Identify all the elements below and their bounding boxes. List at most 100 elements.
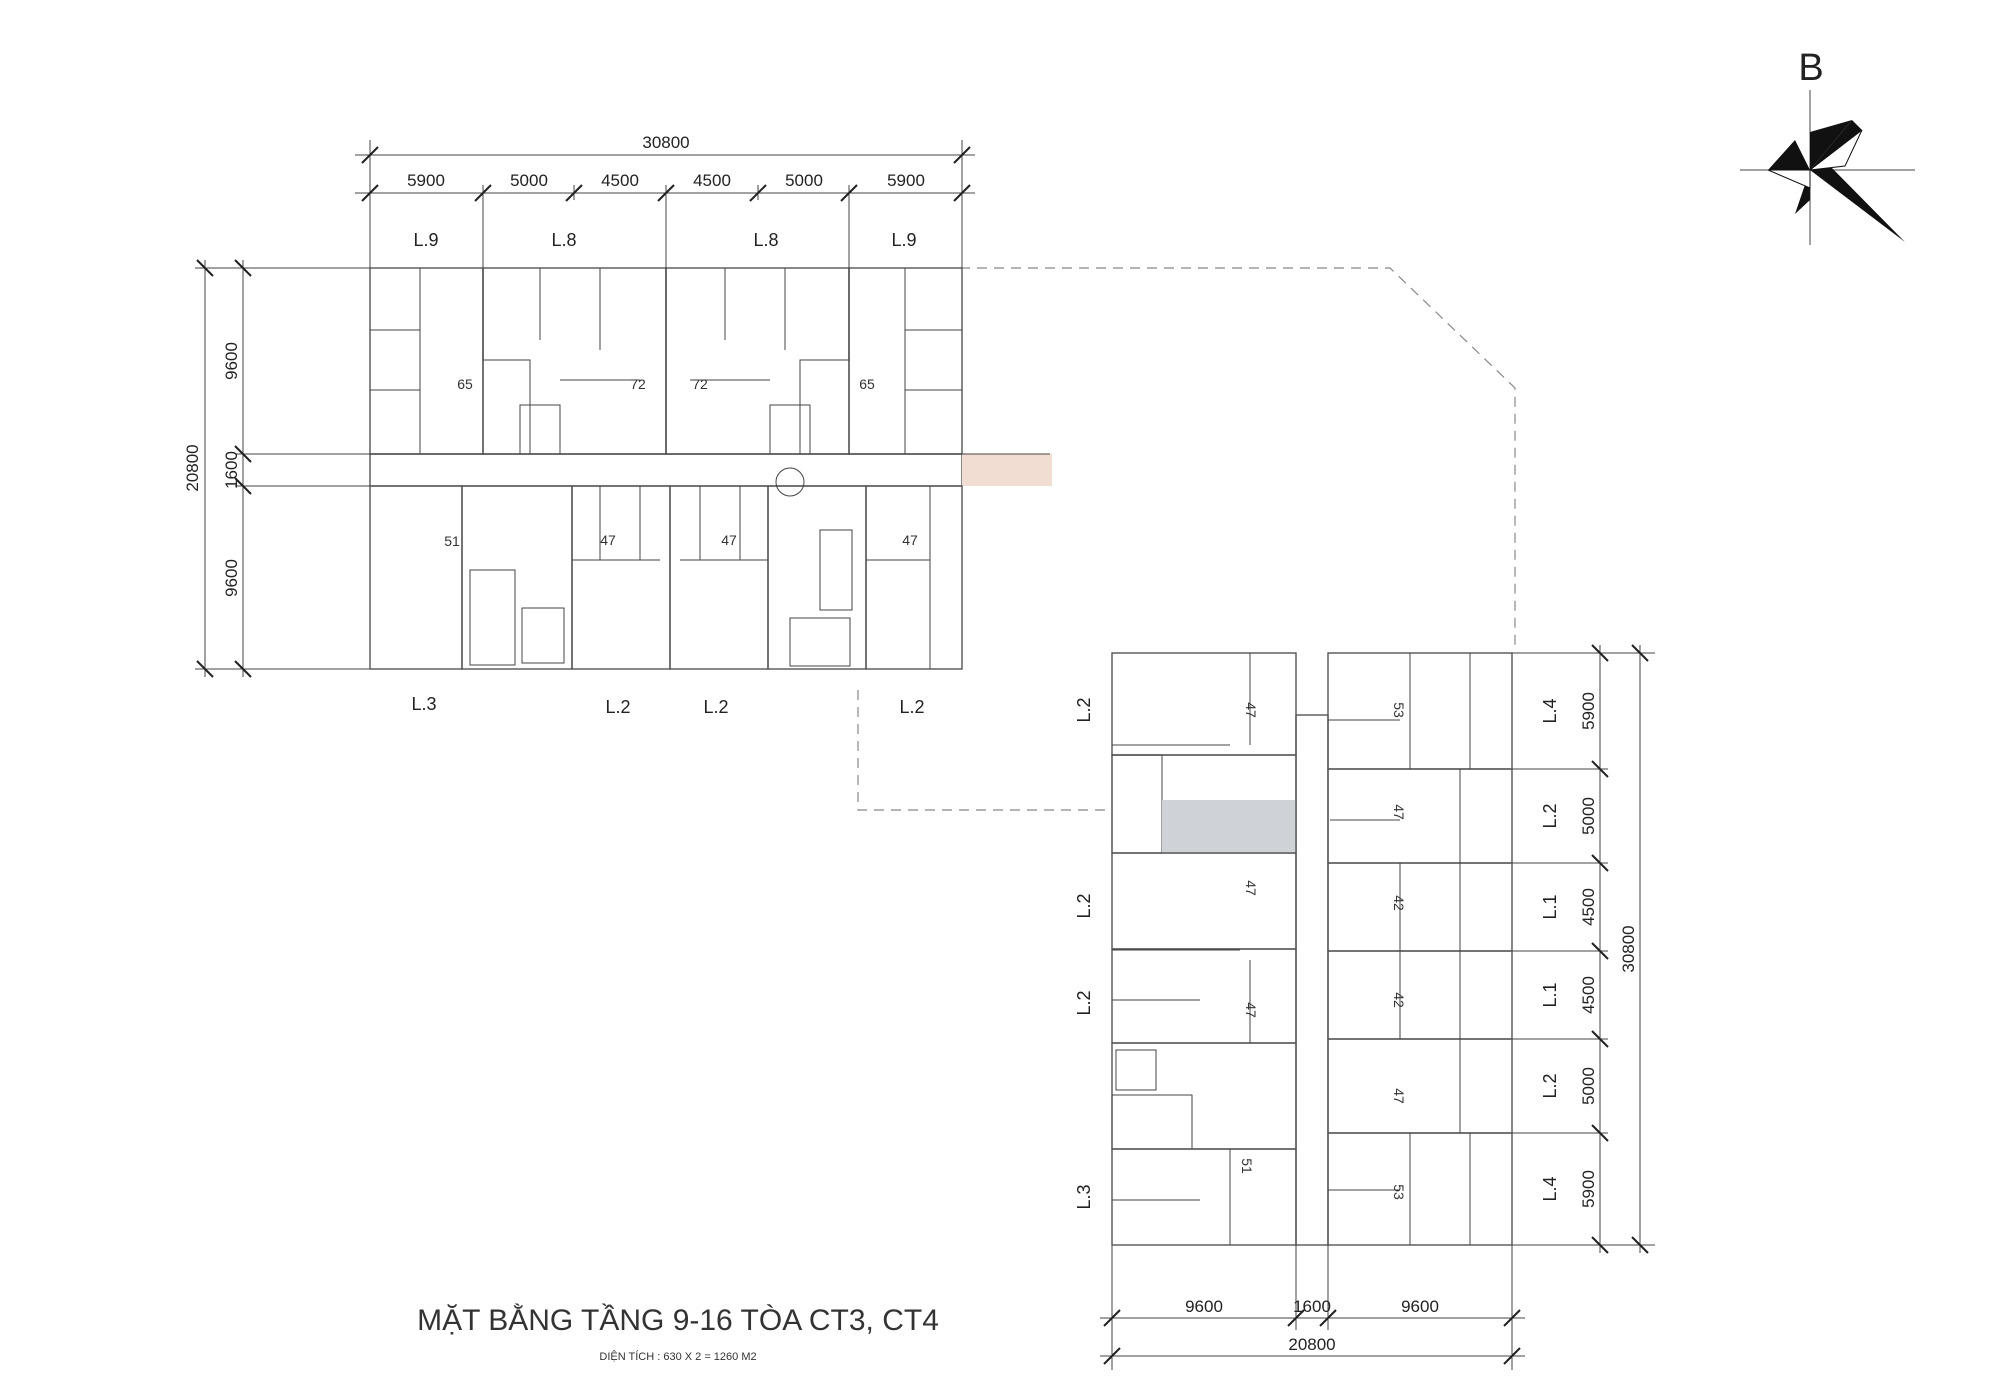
plan-subtitle: DIỆN TÍCH : 630 X 2 = 1260 M2 (599, 1350, 756, 1363)
unit-l2-c[interactable] (865, 485, 963, 670)
elevator-ct4 (1115, 1049, 1157, 1091)
dim-top-4: 4500 (693, 171, 731, 190)
dim-left-2: 1600 (222, 451, 241, 489)
area-ct3-4: 65 (859, 376, 875, 392)
dim-top-3: 4500 (601, 171, 639, 190)
dim-left-1: 9600 (222, 342, 241, 380)
dim-bottom-total: 20800 (1288, 1335, 1335, 1354)
label-ct3-bottom-4: L.2 (899, 697, 924, 717)
label-ct3-top-4: L.9 (891, 230, 916, 250)
site-outline (960, 267, 1516, 650)
area-ct4-2: 47 (1243, 880, 1259, 896)
building-ct4 (1111, 652, 1513, 1246)
unit-l2-ct4-2[interactable] (1111, 852, 1297, 950)
unit-l3-ct3[interactable] (369, 485, 463, 670)
dim-top-6: 5900 (887, 171, 925, 190)
area-ct4-9: 47 (1391, 1088, 1407, 1104)
dim-top-2: 5000 (510, 171, 548, 190)
core-ct3-left (461, 485, 573, 670)
dim-right-5: 5000 (1579, 1067, 1598, 1105)
stair-ct3-left (469, 569, 516, 666)
dim-top-5: 5000 (785, 171, 823, 190)
label-ct3-bottom-2: L.2 (605, 697, 630, 717)
label-ct3-top-3: L.8 (753, 230, 778, 250)
corridor-extension (962, 454, 1052, 486)
area-ct3-6: 47 (600, 532, 616, 548)
label-ct4-right-1: L.4 (1540, 698, 1560, 723)
corridor-ct4 (1295, 714, 1329, 1246)
label-ct4-right-3: L.1 (1540, 894, 1560, 919)
core-ct3-right (767, 485, 867, 670)
label-ct4-right-5: L.2 (1540, 1073, 1560, 1098)
site-outline-lower (857, 690, 1110, 811)
label-ct3-top-1: L.9 (413, 230, 438, 250)
unit-l2-ct4-3[interactable] (1111, 948, 1297, 1044)
unit-l2-ct4-1[interactable] (1111, 652, 1297, 756)
stair-ct4-bottom (1111, 1094, 1193, 1150)
compass-letter: B (1798, 47, 1823, 89)
unit-l2-ct4-right-2[interactable] (1327, 1038, 1513, 1134)
stair-ct3-right (789, 617, 851, 667)
label-ct4-left-3: L.2 (1074, 990, 1094, 1015)
dim-bottom-3: 9600 (1401, 1297, 1439, 1316)
dim-top-total: 30800 (642, 133, 689, 152)
label-ct3-bottom-1: L.3 (411, 694, 436, 714)
label-ct4-right-4: L.1 (1540, 982, 1560, 1007)
unit-l8-left[interactable] (482, 267, 667, 455)
dim-right-2: 5000 (1579, 797, 1598, 835)
lobby-ct4-top (1162, 800, 1296, 853)
area-ct3-8: 47 (902, 532, 918, 548)
unit-l2-ct4-right-1[interactable] (1327, 768, 1513, 864)
label-ct3-bottom-3: L.2 (703, 697, 728, 717)
dim-right-1: 5900 (1579, 692, 1598, 730)
area-ct4-5: 53 (1391, 702, 1407, 718)
dim-right-total: 30800 (1619, 925, 1638, 972)
unit-l2-a[interactable] (571, 485, 671, 670)
unit-l9-left[interactable] (369, 267, 484, 455)
area-ct4-1: 47 (1243, 702, 1259, 718)
area-ct3-5: 51 (444, 533, 460, 549)
label-ct4-left-2: L.2 (1074, 893, 1094, 918)
label-ct4-right-6: L.4 (1540, 1176, 1560, 1201)
plan-title: MẶT BẰNG TẦNG 9-16 TÒA CT3, CT4 (417, 1303, 939, 1337)
area-ct3-7: 47 (721, 532, 737, 548)
dim-bottom-1: 9600 (1185, 1297, 1223, 1316)
dim-right-3: 4500 (1579, 888, 1598, 926)
area-ct3-1: 65 (457, 376, 473, 392)
dim-top-1: 5900 (407, 171, 445, 190)
label-ct4-left-1: L.2 (1074, 697, 1094, 722)
area-ct4-8: 42 (1391, 992, 1407, 1008)
unit-l4-ct4-bottom[interactable] (1327, 1132, 1513, 1246)
dim-bottom-2: 1600 (1293, 1297, 1331, 1316)
dim-right-6: 5900 (1579, 1170, 1598, 1208)
area-ct4-3: 47 (1243, 1002, 1259, 1018)
unit-l8-right[interactable] (665, 267, 850, 455)
unit-l1-ct4-1[interactable] (1327, 862, 1513, 952)
compass-north-arrow-icon (1740, 90, 1915, 245)
corridor-ct3 (369, 453, 963, 487)
label-ct3-top-2: L.8 (551, 230, 576, 250)
building-ct3 (369, 267, 1052, 670)
unit-l1-ct4-2[interactable] (1327, 950, 1513, 1040)
area-ct3-3: 72 (692, 376, 708, 392)
area-ct4-7: 42 (1391, 895, 1407, 911)
dim-left-3: 9600 (222, 559, 241, 597)
unit-l2-b[interactable] (669, 485, 769, 670)
label-ct4-right-2: L.2 (1540, 803, 1560, 828)
unit-l3-ct4[interactable] (1111, 1148, 1297, 1246)
core-ct4-bottom (1111, 1042, 1297, 1150)
dim-right-4: 4500 (1579, 976, 1598, 1014)
area-ct3-2: 72 (630, 376, 646, 392)
area-ct4-4: 51 (1239, 1158, 1255, 1174)
dimensions (195, 140, 1655, 1370)
shaft-ct3 (819, 529, 853, 611)
label-ct4-left-4: L.3 (1074, 1184, 1094, 1209)
stair-ct4-top (1111, 754, 1163, 854)
area-ct4-10: 53 (1391, 1184, 1407, 1200)
corridor-circle (775, 467, 805, 497)
unit-l4-ct4-top[interactable] (1327, 652, 1513, 770)
elevator-ct3 (521, 607, 565, 664)
dim-left-total: 20800 (183, 444, 202, 491)
area-ct4-6: 47 (1391, 804, 1407, 820)
